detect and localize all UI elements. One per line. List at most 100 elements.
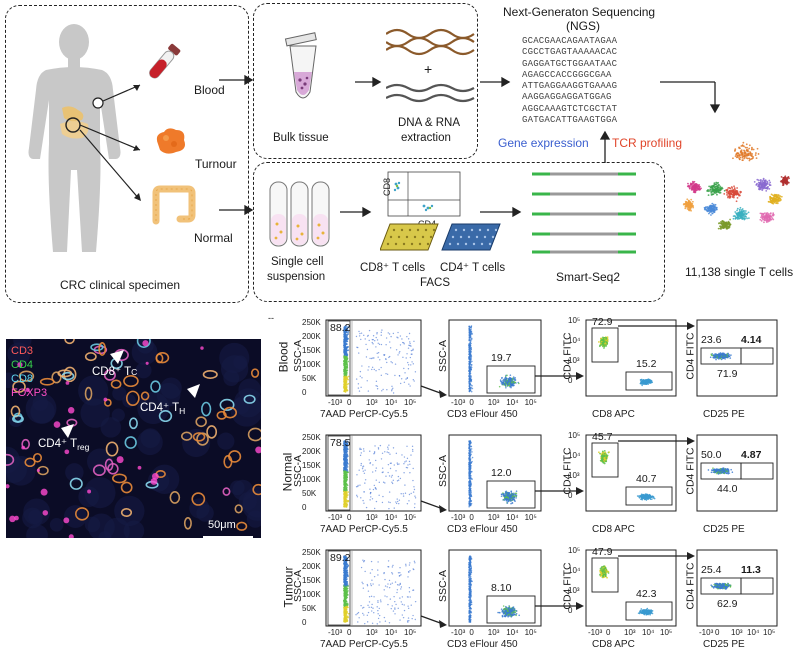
- gate-percent: 50.0: [701, 449, 722, 461]
- sequence-line: AGAGCCACCGGGCGAA: [522, 69, 612, 80]
- x-axis-label: CD25 PE: [703, 409, 745, 420]
- gate-percent: 62.9: [717, 598, 738, 610]
- y-axis-label: CD4 FITC: [561, 332, 574, 380]
- y-tick-label: 0: [568, 491, 573, 500]
- x-tick-label: 10³: [731, 628, 743, 637]
- extraction-label-2: extraction: [401, 132, 451, 144]
- single-cell-label-2: suspension: [267, 271, 326, 283]
- gate-percent: 42.3: [636, 588, 657, 600]
- gene-expression-label: Gene expression: [498, 136, 589, 150]
- scale-bar-label: 50μm: [208, 519, 236, 531]
- gate-percent: 23.6: [701, 334, 722, 346]
- x-tick-label: -10³: [328, 398, 343, 407]
- x-tick-label: 10⁴: [747, 628, 760, 637]
- source-normal: Normal: [194, 231, 233, 245]
- x-tick-label: 10⁵: [524, 398, 537, 407]
- sequence-line: GCACGAACAGAATAGAA: [522, 36, 618, 46]
- smartseq-reads-icon: [532, 172, 636, 254]
- micro-legend: CD3 CD4 CD8 FOXP3: [11, 344, 47, 400]
- plus-sign: +: [424, 61, 433, 77]
- y-tick-label: 250K: [302, 548, 321, 557]
- rna-strand-icon: [386, 83, 475, 103]
- micro-label-cd8-tc: CD8⁺ TC: [92, 366, 137, 379]
- y-tick-label: 250K: [302, 433, 321, 442]
- dna-helix-icon: [386, 28, 475, 56]
- x-tick-label: 10³: [487, 398, 500, 407]
- y-axis-label: CD4 FITC: [684, 447, 697, 495]
- x-tick-label: 10⁴: [385, 398, 398, 407]
- gate-percent: 19.7: [491, 352, 512, 364]
- x-axis-label: CD8 APC: [592, 524, 635, 535]
- x-tick-label: 10³: [366, 398, 378, 407]
- tcr-profiling-label: TCR profiling: [612, 136, 683, 150]
- x-axis-label: 7AAD PerCP-Cy5.5: [320, 524, 408, 535]
- y-tick-label: 10⁴: [568, 566, 581, 575]
- facs-label: FACS: [420, 277, 451, 289]
- microscopy-image: [6, 339, 261, 538]
- sequence-line: ATTGAGGAAGGTGAAAG: [522, 81, 618, 92]
- x-tick-label: 10³: [624, 628, 636, 637]
- row-label-blood: Blood: [276, 341, 291, 373]
- x-tick-label: 10⁵: [763, 628, 776, 637]
- micro-label-cd4-th: CD4⁺ TH: [140, 402, 185, 416]
- legend-cd8: CD8: [11, 373, 34, 385]
- test-tubes-icon: [269, 181, 330, 247]
- legend-cd4: CD4: [11, 359, 34, 371]
- cd4-tcells-label: CD4⁺ T cells: [440, 262, 506, 274]
- x-tick-label: 0: [469, 398, 474, 407]
- colon-icon: [152, 185, 196, 225]
- gate-percent: 8.10: [491, 582, 512, 594]
- gate-percent: 12.0: [491, 467, 512, 479]
- gate-percent: 78.5: [330, 437, 351, 449]
- y-tick-label: 50K: [302, 604, 317, 613]
- gate-percent: 72.9: [592, 316, 613, 328]
- y-tick-label: 10³: [568, 471, 580, 480]
- gate-percent: 44.0: [717, 483, 738, 495]
- gate-percent: 88.2: [330, 322, 351, 334]
- gate-percent: 47.9: [592, 546, 613, 558]
- y-tick-label: 10⁴: [568, 336, 581, 345]
- x-tick-label: 10⁵: [404, 628, 417, 637]
- x-axis-label: 7AAD PerCP-Cy5.5: [320, 639, 408, 650]
- sequence-line: CGCCTGAGTAAAAACAC: [522, 47, 618, 58]
- cd8-tcells-label: CD8⁺ T cells: [360, 262, 426, 274]
- gate-percent: 89.2: [330, 552, 351, 564]
- x-tick-label: 10⁵: [660, 628, 673, 637]
- ngs-title: Next-Generaton Sequencing: [503, 5, 656, 19]
- cd8-tc-sub: C: [131, 367, 138, 377]
- tumour-icon: [156, 128, 185, 154]
- legend-cd3: CD3: [11, 345, 34, 357]
- x-axis-label: 7AAD PerCP-Cy5.5: [320, 409, 408, 420]
- sequence-line: GAGGATGCTGGAATAAC: [522, 58, 618, 69]
- y-axis-label: SSC-A: [437, 569, 450, 603]
- x-tick-label: 10³: [487, 628, 500, 637]
- y-tick-label: 0: [302, 388, 307, 397]
- x-tick-label: 10⁴: [506, 398, 519, 407]
- x-tick-label: 0: [469, 628, 474, 637]
- blood-tube-icon: [149, 43, 181, 79]
- x-tick-label: 0: [606, 628, 611, 637]
- x-tick-label: 10⁵: [524, 513, 537, 522]
- y-tick-label: 200K: [302, 562, 321, 571]
- y-tick-label: 0: [302, 618, 307, 627]
- bulk-label: Bulk tissue: [273, 132, 329, 144]
- y-tick-label: 10³: [568, 356, 580, 365]
- micro-label-cd4-treg: CD4⁺ Treg: [38, 438, 89, 452]
- x-tick-label: 10⁴: [385, 513, 398, 522]
- x-tick-label: -10³: [451, 628, 466, 637]
- x-tick-label: 10³: [366, 628, 378, 637]
- y-tick-label: 250K: [302, 318, 321, 327]
- specimen-box: [5, 5, 249, 303]
- source-tumour: Turnour: [195, 157, 237, 171]
- y-tick-label: 10⁵: [568, 431, 581, 440]
- sequence-line: AGGCAAAGTCTCGCTAT: [522, 103, 618, 114]
- x-tick-label: 0: [347, 628, 352, 637]
- cd8-tc-main: CD8⁺ T: [92, 366, 132, 378]
- gate-percent: 45.7: [592, 431, 613, 443]
- y-tick-label: 200K: [302, 447, 321, 456]
- sequence-line: GATGACATTGAAGTGGA: [522, 115, 618, 126]
- y-tick-label: 150K: [302, 461, 321, 470]
- sequence-list: GCACGAACAGAATAGAA CGCCTGAGTAAAAACAC GAGG…: [522, 36, 617, 126]
- y-axis-label: SSC-A: [437, 454, 450, 488]
